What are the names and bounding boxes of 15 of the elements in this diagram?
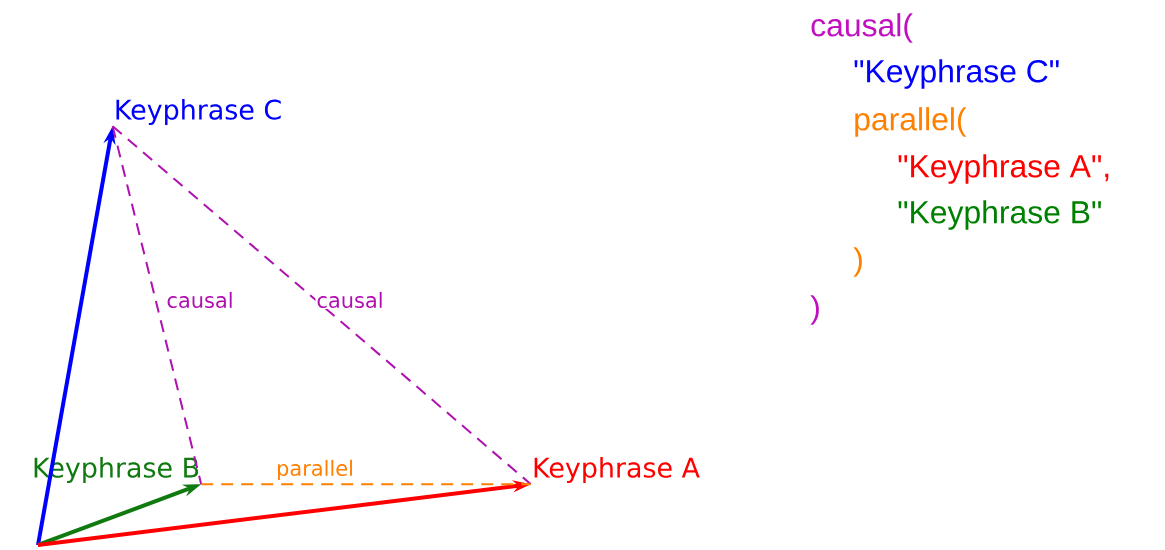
dashed-line bbox=[200, 483, 532, 486]
code-line: ) bbox=[853, 247, 862, 277]
code-line: "Keyphrase B" bbox=[898, 200, 1101, 230]
code-line: "Keyphrase A", bbox=[898, 154, 1109, 184]
point-label: Keyphrase A bbox=[534, 457, 700, 483]
code-line: ) bbox=[810, 295, 819, 325]
code-line: causal( bbox=[811, 13, 913, 43]
code-line: "Keyphrase C" bbox=[854, 59, 1059, 89]
edge-label: parallel bbox=[275, 458, 355, 482]
point-label: Keyphrase C bbox=[116, 99, 281, 125]
code-line: parallel( bbox=[855, 107, 967, 137]
edge-label: causal bbox=[315, 290, 385, 310]
edge-label: causal bbox=[165, 290, 235, 310]
dashed-line bbox=[111, 125, 203, 486]
dashed-line bbox=[111, 125, 532, 486]
